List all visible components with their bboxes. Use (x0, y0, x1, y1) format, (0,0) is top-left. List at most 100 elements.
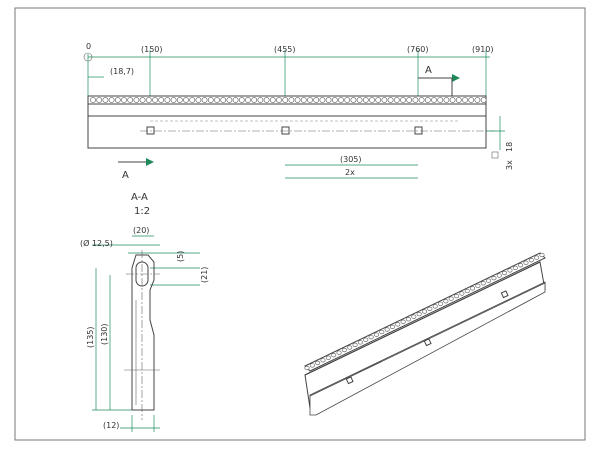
x-label-455: (455) (274, 45, 296, 54)
tooth (387, 97, 394, 103)
iso-tooth (315, 360, 321, 365)
tooth (474, 97, 481, 103)
iso-tooth (320, 358, 326, 363)
tooth (121, 97, 127, 103)
width-bottom-label: (12) (103, 421, 119, 430)
tooth (220, 97, 227, 103)
tooth (276, 97, 282, 103)
iso-tooth (368, 335, 374, 340)
tooth (152, 97, 158, 103)
tooth (226, 97, 233, 103)
iso-tooth (416, 311, 422, 317)
iso-tooth (363, 337, 369, 342)
width-top-label: (20) (133, 226, 149, 235)
tooth (300, 97, 307, 103)
section-view: A-A 1:2 (Ø 12,5) (20) (5) (21) (135) (13… (80, 192, 209, 432)
tooth (257, 97, 264, 103)
tooth (201, 97, 208, 103)
section-marker-top: A (425, 65, 432, 76)
tooth (480, 97, 487, 103)
tooth (238, 97, 245, 103)
section-title: A-A (131, 192, 148, 203)
iso-tooth (341, 347, 347, 353)
tooth (133, 97, 140, 103)
x-label-910: (910) (472, 45, 494, 54)
x-label-150: (150) (141, 45, 163, 54)
tooth (350, 97, 357, 103)
origin-label: 0 (86, 42, 91, 51)
tooth (108, 97, 115, 103)
iso-tooth (379, 329, 385, 335)
tooth (232, 97, 239, 103)
iso-tooth (491, 276, 497, 281)
tooth (362, 97, 369, 103)
tooth (400, 97, 406, 103)
height-130-label: (130) (100, 323, 109, 345)
section-profile (131, 254, 155, 411)
iso-tooth (534, 255, 540, 260)
tooth (344, 97, 351, 103)
tooth (443, 97, 450, 103)
iso-tooth (331, 353, 337, 358)
tooth (468, 97, 475, 103)
iso-tooth (411, 314, 417, 319)
tooth (245, 97, 251, 103)
offset-label: (18,7) (110, 67, 134, 76)
tooth (412, 97, 419, 103)
tooth (170, 97, 177, 103)
iso-tooth (512, 265, 518, 270)
tooth (189, 97, 196, 103)
tooth (375, 97, 382, 103)
tooth (424, 97, 431, 103)
tooth (282, 97, 289, 103)
offset-5-label: (5) (176, 251, 185, 262)
tooth (183, 97, 189, 103)
iso-tooth (475, 283, 481, 288)
iso-tooth (373, 332, 379, 337)
iso-tooth (486, 278, 492, 283)
tooth (455, 97, 462, 103)
iso-tooth (523, 260, 529, 265)
x-label-760: (760) (407, 45, 429, 54)
spacing-label: (305) (340, 155, 362, 164)
iso-tooth (464, 288, 470, 294)
section-marker-bottom: A (122, 170, 129, 181)
square-hole (414, 126, 423, 135)
tooth (102, 97, 109, 103)
iso-tooth (400, 319, 406, 324)
iso-tooth (427, 306, 433, 312)
height-label-1: 18 (505, 142, 514, 152)
iso-tooth (438, 301, 444, 306)
iso-tooth (432, 304, 438, 309)
height-135-label: (135) (86, 326, 95, 348)
tooth (214, 97, 220, 103)
iso-tooth (448, 296, 454, 301)
tooth (418, 97, 425, 103)
tooth (449, 97, 456, 103)
tooth (462, 97, 468, 103)
tooth (164, 97, 171, 103)
iso-tooth (502, 270, 508, 276)
tooth (145, 97, 152, 103)
top-view: 0 (150) (455) (760) (910) (18,7) A (83, 42, 514, 181)
iso-tooth (352, 342, 358, 347)
iso-tooth (389, 324, 395, 330)
tooth (127, 97, 134, 103)
tooth (406, 97, 413, 103)
tooth (288, 97, 295, 103)
sheet-border (14, 7, 586, 441)
tooth (338, 97, 344, 103)
count-label: 2x (345, 168, 355, 177)
iso-tooth (539, 252, 545, 258)
tooth (114, 97, 121, 103)
iso-square-hole (423, 338, 432, 347)
tooth (269, 97, 276, 103)
tooth (207, 97, 214, 103)
section-scale: 1:2 (134, 206, 150, 217)
iso-tooth (480, 281, 486, 286)
tooth (176, 97, 183, 103)
tooth (431, 97, 437, 103)
iso-tooth (496, 273, 502, 278)
iso-tooth (518, 263, 524, 268)
